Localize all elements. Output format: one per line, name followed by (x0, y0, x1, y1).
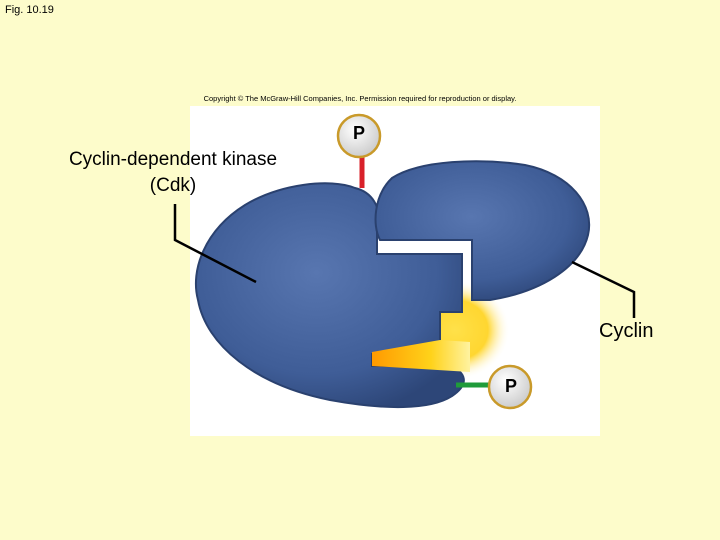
copyright-notice: Copyright © The McGraw-Hill Companies, I… (203, 94, 517, 103)
phosphate-circle-bottom (487, 364, 533, 410)
cyclin-leader-line (571, 260, 636, 318)
cdk-label-line2: (Cdk) (149, 175, 197, 196)
phosphate-label-top: P (352, 123, 365, 143)
active-site-wedge (372, 340, 470, 372)
figure-label: Fig. 10.19 (5, 4, 54, 16)
phosphate-circle-top (336, 113, 382, 159)
cyclin-protein-shape (374, 160, 591, 301)
cdk-label: Cyclin-dependent kinase (Cdk) (34, 147, 312, 199)
cyclin-label: Cyclin (599, 320, 654, 342)
phosphate-label-bottom: P (504, 376, 517, 396)
cdk-label-line1: Cyclin-dependent kinase (68, 149, 278, 170)
cdk-protein-shape (194, 182, 465, 409)
cdk-leader-line (173, 204, 257, 284)
